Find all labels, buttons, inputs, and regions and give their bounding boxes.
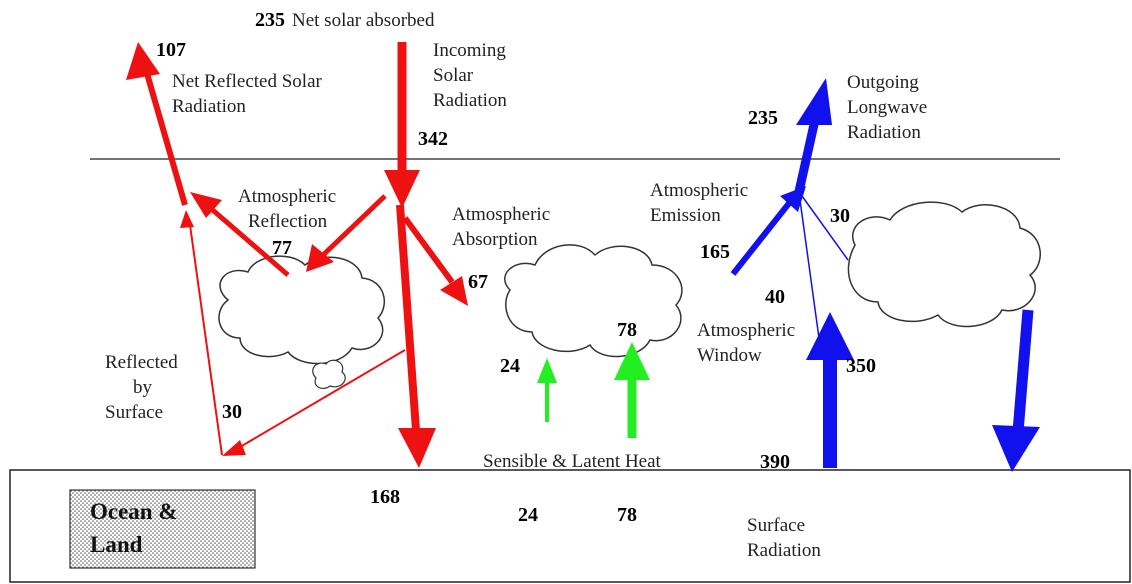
cloud-right	[847, 201, 1041, 328]
cloud-middle	[504, 244, 683, 358]
atmospheric-emission-arrow	[730, 186, 806, 276]
outgoing-longwave-line3: Radiation	[847, 122, 921, 143]
surface-absorbed-value: 168	[370, 486, 400, 508]
atmospheric-absorption-arrow	[402, 216, 468, 306]
atm-absorption-line1: Atmospheric	[452, 204, 550, 225]
atm-reflection-line1: Atmospheric	[238, 186, 336, 207]
cloud-emission-value: 30	[830, 205, 850, 227]
cloud-left	[218, 255, 386, 365]
atmospheric-window-line	[799, 199, 823, 361]
cloud-left-small-puff	[312, 359, 346, 390]
atm-window-line2: Window	[697, 345, 762, 366]
surface-absorbed-longwave-value: 350	[846, 355, 876, 377]
surface-radiation-line2: Radiation	[747, 540, 821, 561]
incoming-solar-value: 342	[418, 128, 448, 150]
incoming-solar-line2: Solar	[433, 65, 474, 86]
latent-heat-value: 78	[617, 319, 637, 341]
atm-window-line1: Atmospheric	[697, 320, 795, 341]
outgoing-longwave-line2: Longwave	[847, 97, 927, 118]
sensible-heat-arrow	[537, 358, 557, 422]
incoming-solar-arrow	[384, 42, 420, 208]
outgoing-longwave-arrow	[793, 78, 832, 197]
cloud-emission-line	[801, 195, 849, 261]
reflection-to-cloud-arrow	[306, 194, 387, 272]
atm-reflection-line2: Reflection	[248, 211, 328, 232]
surface-radiation-arrow	[806, 312, 854, 468]
atm-emission-line1: Atmospheric	[650, 180, 748, 201]
surface-radiation-value: 390	[760, 451, 790, 473]
incoming-solar-line1: Incoming	[433, 40, 506, 61]
surface-absorbed-arrow	[396, 204, 436, 468]
net-reflected-arrow	[126, 42, 188, 206]
net-reflected-line2: Radiation	[172, 96, 246, 117]
outgoing-longwave-value: 235	[748, 107, 778, 129]
back-radiation-arrow	[992, 309, 1040, 472]
atm-emission-line2: Emission	[650, 205, 721, 226]
net-reflected-line1: Net Reflected Solar	[172, 71, 323, 92]
ocean-land-label-line2: Land	[90, 532, 143, 557]
sensible-heat-value: 24	[500, 355, 520, 377]
surface-sensible-value: 24	[518, 504, 538, 526]
surface-reflected-arrow	[180, 210, 406, 456]
reflected-surface-line3: Surface	[105, 402, 163, 423]
net-solar-absorbed-label: Net solar absorbed	[292, 10, 435, 31]
incoming-solar-line3: Radiation	[433, 90, 507, 111]
atm-absorption-line2: Absorption	[452, 229, 538, 250]
reflected-surface-line1: Reflected	[105, 352, 178, 373]
outgoing-longwave-line1: Outgoing	[847, 72, 919, 93]
atm-emission-value: 165	[700, 241, 730, 263]
reflected-surface-line2: by	[133, 377, 153, 398]
atm-absorption-value: 67	[468, 271, 488, 293]
net-reflected-value: 107	[156, 39, 186, 61]
ocean-land-box: Ocean & Land	[69, 489, 256, 569]
ocean-land-label-line1: Ocean &	[90, 499, 178, 524]
atm-reflection-value: 77	[272, 237, 292, 259]
surface-radiation-line1: Surface	[747, 515, 805, 536]
reflected-surface-value: 30	[222, 401, 242, 423]
latent-heat-arrow	[614, 342, 650, 438]
net-solar-absorbed-value: 235	[255, 9, 285, 31]
sensible-latent-label: Sensible & Latent Heat	[483, 451, 662, 472]
surface-latent-value: 78	[617, 504, 637, 526]
atmospheric-reflection-arrow	[190, 192, 290, 277]
atm-window-value: 40	[765, 286, 785, 308]
